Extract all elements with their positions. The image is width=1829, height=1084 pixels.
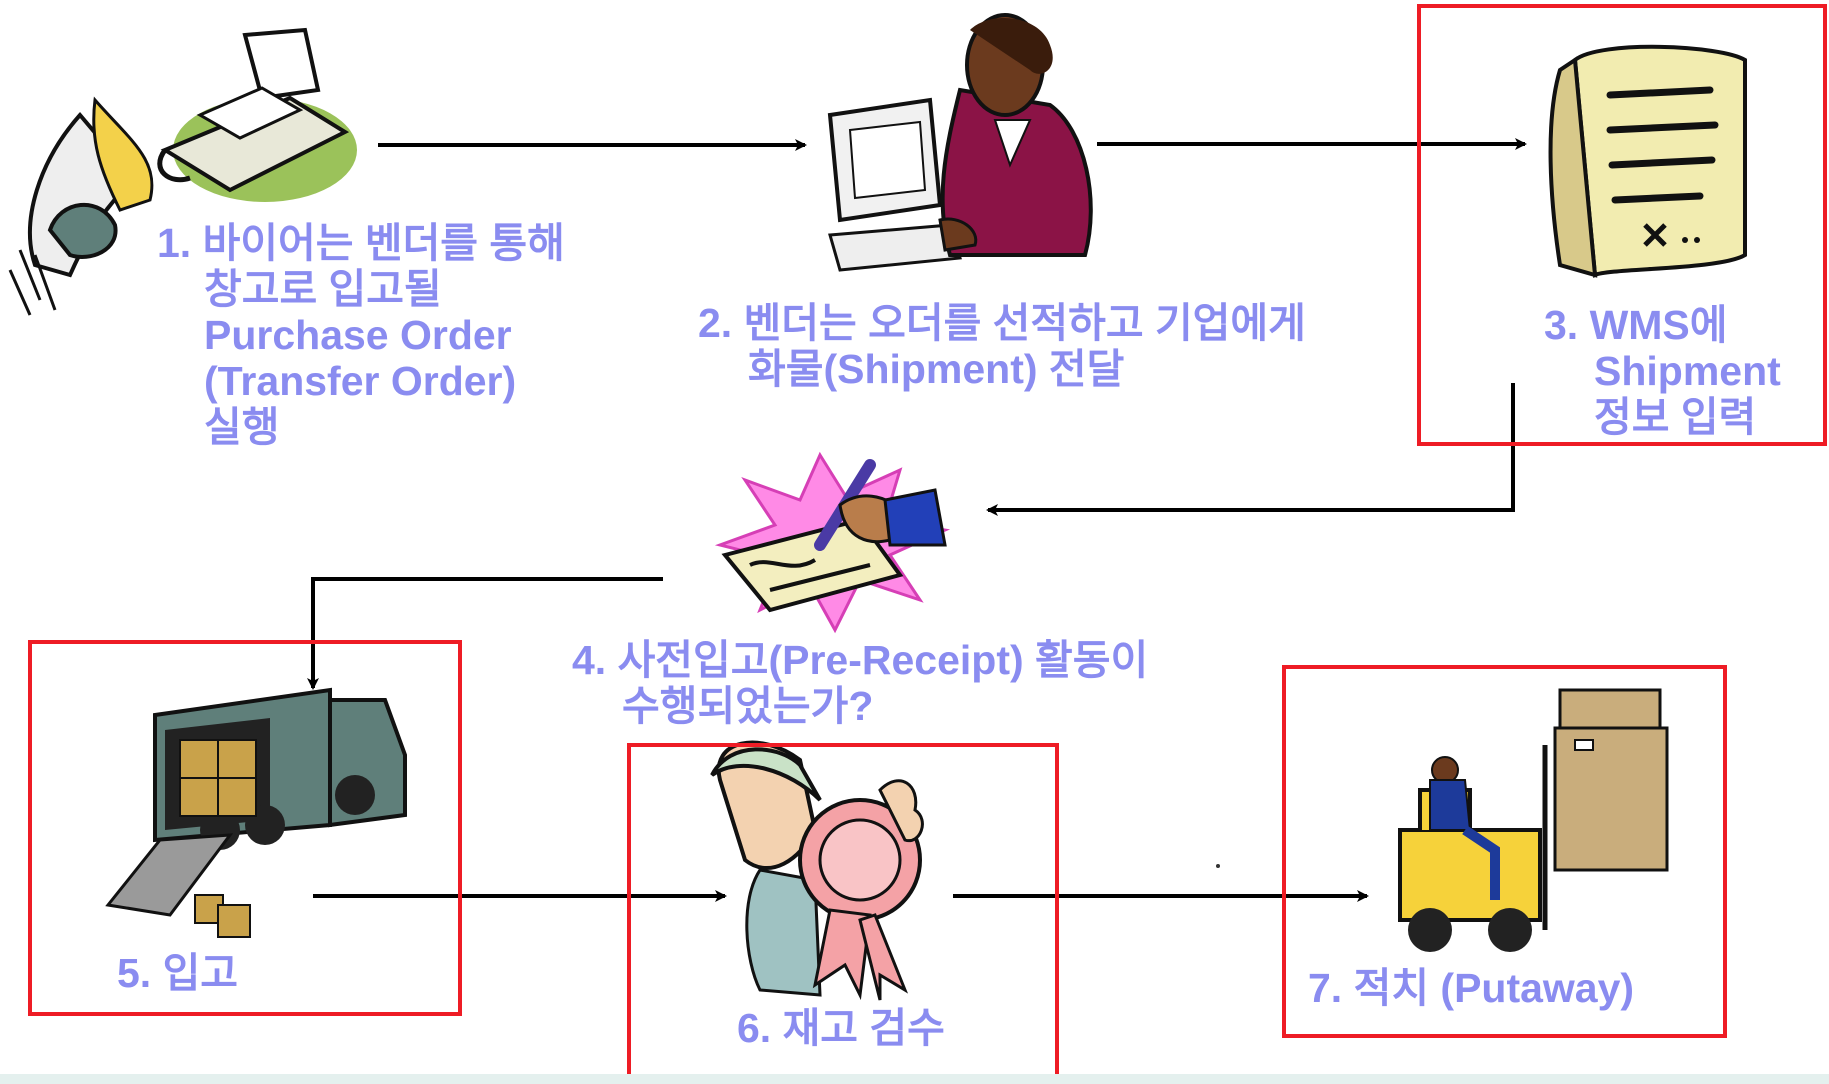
highlight-box-step3 — [1417, 4, 1827, 446]
bottom-strip — [0, 1074, 1829, 1084]
step5-label: 5. 입고 — [117, 950, 238, 996]
delivery-truck-icon — [105, 687, 407, 938]
forklift-icon — [1398, 688, 1669, 952]
step4-label: 4. 사전입고(Pre-Receipt) 활동이 수행되었는가? — [572, 637, 1148, 729]
step1-line3: Purchase Order — [204, 312, 512, 358]
step1-line4: (Transfer Order) — [204, 358, 517, 404]
step4-line2: 수행되었는가? — [622, 683, 874, 729]
step1-line2: 창고로 입고될 — [204, 266, 442, 312]
arrow-step4-to-step5 — [307, 577, 663, 690]
step5-line1: 5. 입고 — [117, 950, 239, 996]
step2-line1: 2. 벤더는 오더를 선적하고 기업에게 — [698, 300, 1306, 346]
signing-document-icon — [714, 451, 951, 634]
step7-label: 7. 적치 (Putaway) — [1308, 965, 1634, 1011]
step1-line1: 1. 바이어는 벤더를 통해 — [157, 220, 565, 266]
step7-line1: 7. 적치 (Putaway) — [1308, 965, 1635, 1011]
step3-line1: 3. WMS에 — [1544, 302, 1728, 348]
step1-label: 1. 바이어는 벤더를 통해 창고로 입고될 Purchase Order (T… — [157, 220, 565, 450]
step1-line5: 실행 — [204, 404, 280, 450]
arrow-step3-to-step4 — [986, 383, 1515, 516]
step3-label: 3. WMS에 Shipment 정보 입력 — [1544, 302, 1781, 440]
phone-fax-icon — [8, 27, 357, 316]
computer-operator-icon — [827, 13, 1093, 272]
stray-dot — [1216, 864, 1220, 868]
step3-line2: Shipment — [1594, 348, 1781, 394]
step3-line3: 정보 입력 — [1594, 394, 1757, 440]
highlight-box-step5 — [28, 640, 462, 1016]
highlight-box-step7 — [1282, 665, 1727, 1038]
step6-line1: 6. 재고 검수 — [737, 1005, 945, 1051]
step6-label: 6. 재고 검수 — [737, 1005, 945, 1051]
document-list-icon — [1548, 44, 1747, 279]
flow-arrows — [307, 138, 1527, 902]
step2-line2: 화물(Shipment) 전달 — [748, 346, 1125, 392]
inspector-ribbon-icon — [710, 740, 924, 1001]
step4-line1: 4. 사전입고(Pre-Receipt) 활동이 — [572, 637, 1149, 683]
step2-label: 2. 벤더는 오더를 선적하고 기업에게 화물(Shipment) 전달 — [698, 300, 1306, 392]
